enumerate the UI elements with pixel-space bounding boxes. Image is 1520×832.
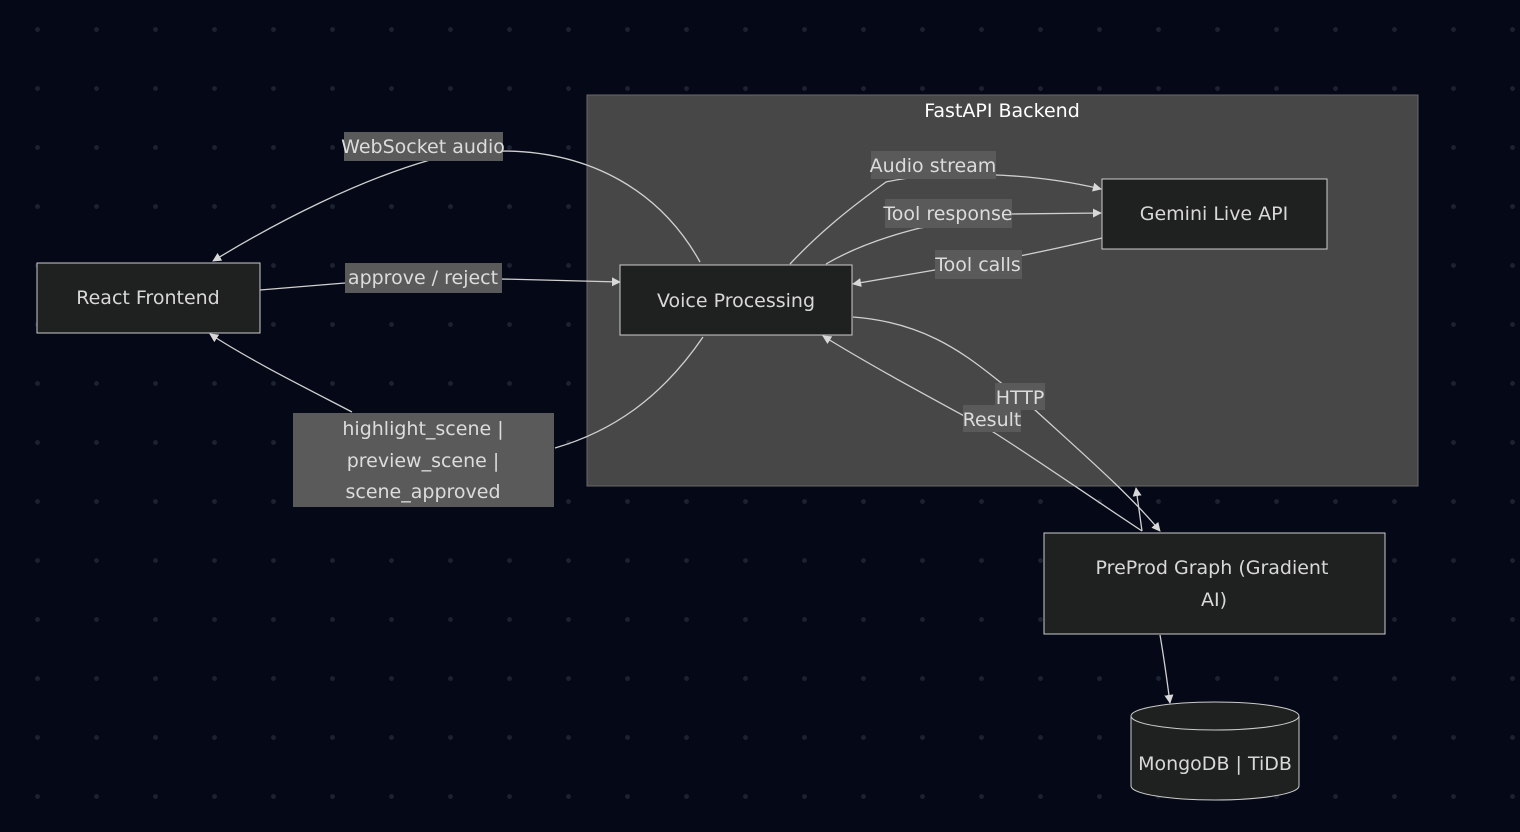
svg-text:preview_scene |: preview_scene | — [347, 450, 500, 472]
label-approve-reject: approve / reject — [345, 263, 502, 293]
svg-text:HTTP: HTTP — [996, 387, 1045, 409]
edge-result-tick — [1132, 487, 1143, 532]
label-audio-stream: Audio stream — [870, 151, 997, 179]
edge-highlight-scene — [554, 336, 704, 449]
label-highlight-scene: highlight_scene | preview_scene | scene_… — [293, 413, 554, 507]
svg-text:AI): AI) — [1201, 589, 1227, 611]
svg-text:PreProd Graph (Gradient: PreProd Graph (Gradient — [1096, 557, 1329, 579]
svg-text:Gemini Live API: Gemini Live API — [1140, 203, 1288, 225]
svg-text:Audio stream: Audio stream — [870, 155, 997, 177]
label-result: Result — [963, 405, 1022, 432]
svg-text:highlight_scene |: highlight_scene | — [342, 418, 503, 440]
svg-text:React Frontend: React Frontend — [76, 287, 219, 309]
svg-text:Voice Processing: Voice Processing — [657, 290, 815, 312]
node-react-frontend: React Frontend — [36, 262, 261, 334]
edge-preprod-database — [1159, 634, 1174, 704]
svg-text:Result: Result — [963, 409, 1022, 431]
nodes: React Frontend Voice Processing Gemini L… — [36, 178, 1386, 801]
node-voice-processing: Voice Processing — [619, 264, 853, 336]
cluster-label: FastAPI Backend — [924, 100, 1080, 122]
label-websocket-audio: WebSocket audio — [341, 132, 505, 161]
edge-highlight-scene-to-react — [209, 333, 353, 413]
node-database: MongoDB | TiDB — [1130, 701, 1300, 801]
database-cylinder-label: MongoDB | TiDB — [1138, 753, 1292, 775]
edge-labels: WebSocket audio approve / reject highlig… — [293, 132, 1045, 507]
edge-audio-stream — [789, 173, 1102, 265]
edge-tool-response — [825, 208, 1102, 265]
label-tool-calls: Tool calls — [934, 250, 1022, 279]
svg-text:WebSocket audio: WebSocket audio — [341, 136, 505, 158]
node-gemini-live-api: Gemini Live API — [1101, 178, 1328, 250]
svg-text:approve / reject: approve / reject — [348, 267, 498, 289]
svg-text:scene_approved: scene_approved — [345, 481, 500, 503]
label-tool-response: Tool response — [882, 199, 1013, 228]
svg-text:Tool calls: Tool calls — [934, 254, 1021, 276]
svg-text:Tool response: Tool response — [882, 203, 1012, 225]
node-preprod-graph: PreProd Graph (Gradient AI) — [1043, 532, 1386, 635]
